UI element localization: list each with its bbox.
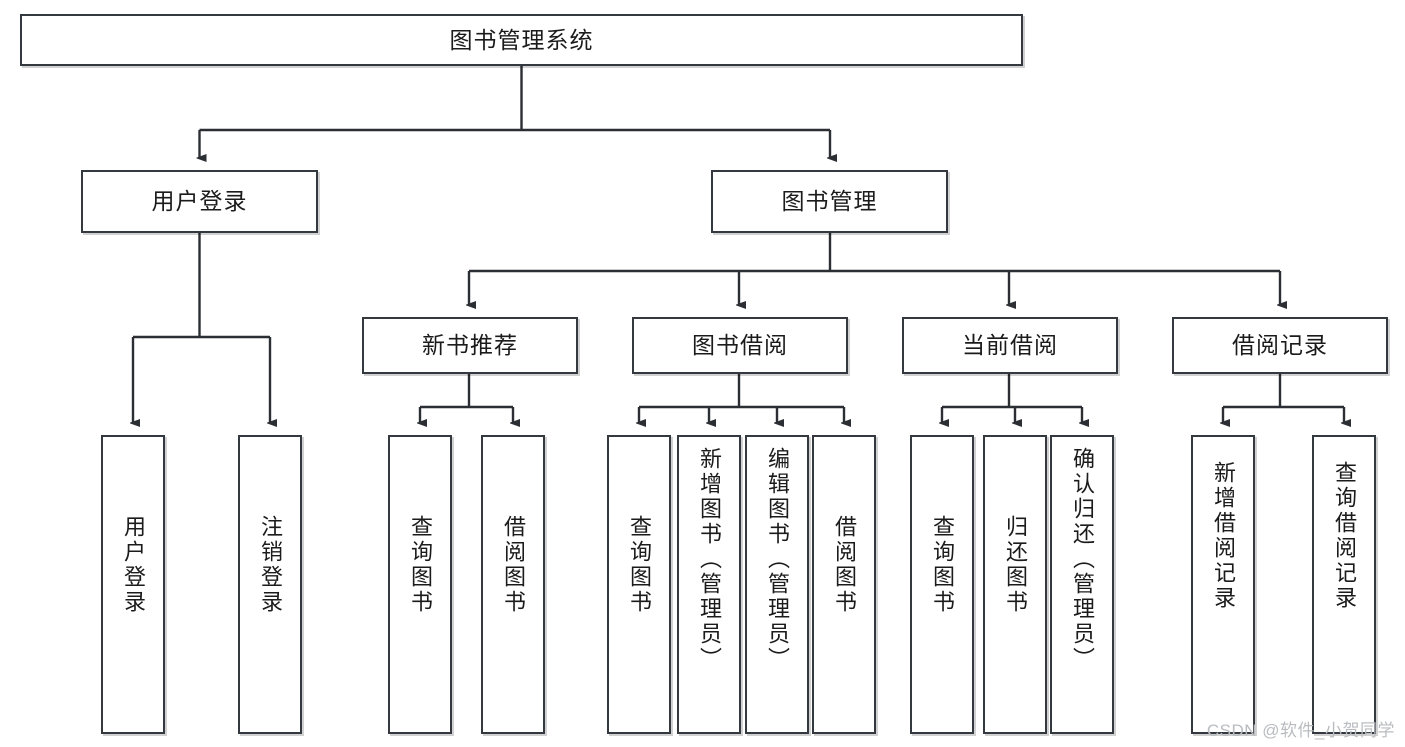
node-leaf-confirm-return-label: 确认归还（管理员） — [1070, 447, 1095, 672]
node-book-borrow[interactable]: 图书借阅 — [632, 317, 848, 374]
node-leaf-query-book-current-label: 查询图书 — [930, 515, 955, 615]
node-leaf-borrow-book-label: 借阅图书 — [832, 515, 857, 615]
node-leaf-query-book-borrow[interactable]: 查询图书 — [607, 435, 671, 734]
node-leaf-query-book-borrow-label: 查询图书 — [627, 515, 652, 615]
node-leaf-add-borrow-record[interactable]: 新增借阅记录 — [1191, 435, 1255, 734]
node-leaf-query-book-current[interactable]: 查询图书 — [910, 435, 974, 734]
node-leaf-query-borrow-record[interactable]: 查询借阅记录 — [1312, 435, 1376, 734]
node-leaf-borrow-book[interactable]: 借阅图书 — [812, 435, 876, 734]
node-leaf-edit-book[interactable]: 编辑图书（管理员） — [745, 435, 809, 734]
node-book-manage-label: 图书管理 — [781, 188, 878, 215]
node-leaf-edit-book-label: 编辑图书（管理员） — [765, 447, 790, 672]
node-leaf-add-book[interactable]: 新增图书（管理员） — [677, 435, 741, 734]
node-current-borrow[interactable]: 当前借阅 — [902, 317, 1118, 374]
node-leaf-borrow-book-new[interactable]: 借阅图书 — [481, 435, 545, 734]
node-leaf-confirm-return[interactable]: 确认归还（管理员） — [1050, 435, 1114, 734]
node-root-label: 图书管理系统 — [449, 26, 594, 53]
node-leaf-return-book[interactable]: 归还图书 — [983, 435, 1047, 734]
node-current-borrow-label: 当前借阅 — [962, 332, 1058, 359]
node-leaf-query-book-new[interactable]: 查询图书 — [388, 435, 452, 734]
node-leaf-add-book-label: 新增图书（管理员） — [697, 447, 722, 672]
node-leaf-query-borrow-record-label: 查询借阅记录 — [1332, 461, 1357, 611]
node-leaf-user-login[interactable]: 用户登录 — [101, 435, 165, 734]
node-new-book-recommend[interactable]: 新书推荐 — [362, 317, 578, 374]
node-user-login-label: 用户登录 — [151, 188, 248, 215]
node-new-book-recommend-label: 新书推荐 — [422, 332, 518, 359]
node-book-manage[interactable]: 图书管理 — [711, 170, 948, 233]
node-borrow-record-label: 借阅记录 — [1232, 332, 1328, 359]
node-leaf-add-borrow-record-label: 新增借阅记录 — [1211, 461, 1236, 611]
node-book-borrow-label: 图书借阅 — [692, 332, 788, 359]
node-leaf-borrow-book-new-label: 借阅图书 — [501, 515, 526, 615]
node-user-login[interactable]: 用户登录 — [81, 170, 318, 233]
node-leaf-logout[interactable]: 注销登录 — [238, 435, 302, 734]
node-root[interactable]: 图书管理系统 — [20, 14, 1023, 66]
node-leaf-user-login-label: 用户登录 — [121, 515, 146, 615]
node-leaf-query-book-new-label: 查询图书 — [408, 515, 433, 615]
watermark-text: CSDN @软件_小贺同学 — [1206, 721, 1395, 740]
node-leaf-return-book-label: 归还图书 — [1003, 515, 1028, 615]
node-borrow-record[interactable]: 借阅记录 — [1172, 317, 1388, 374]
node-leaf-logout-label: 注销登录 — [258, 515, 283, 615]
